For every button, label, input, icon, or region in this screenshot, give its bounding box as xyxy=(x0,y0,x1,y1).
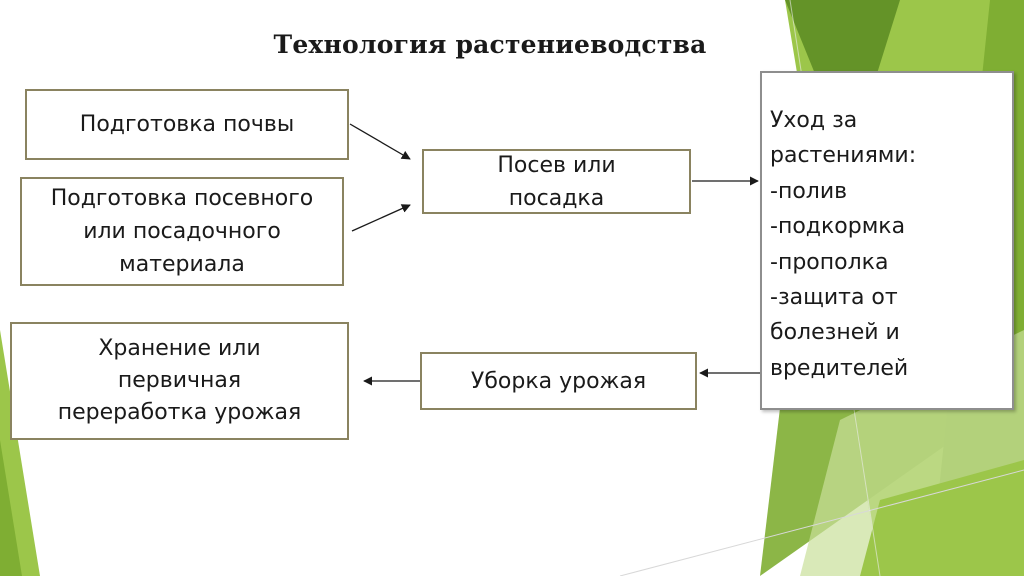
box-text-line: растениями: xyxy=(770,143,917,169)
box-text-line: Уборка урожая xyxy=(470,368,647,394)
box-text-line: переработка урожая xyxy=(57,399,302,425)
page-title: Технология растениеводства xyxy=(273,30,707,59)
bg-green-shape xyxy=(0,440,22,576)
box-seed-preparation: Подготовка посевного или посадочного мат… xyxy=(20,177,344,286)
box-text-line: -защита от xyxy=(770,285,898,311)
bg-green-shape xyxy=(860,460,1024,576)
box-text-line: вредителей xyxy=(770,355,909,381)
bg-thin-line xyxy=(619,469,1024,576)
box-text-line: первичная xyxy=(117,368,242,394)
box-text-line: Подготовка почвы xyxy=(79,112,295,137)
box-text-line: Посев или xyxy=(497,152,616,178)
box-sowing: Посев или посадка xyxy=(422,149,691,214)
box-text-line: Хранение или xyxy=(98,336,261,362)
box-text-line: материала xyxy=(119,252,245,277)
box-text-line: -подкормка xyxy=(770,214,906,240)
box-text-line: Уход за xyxy=(770,108,858,133)
box-text-line: посадка xyxy=(508,185,605,211)
box-text-line: -прополка xyxy=(770,249,889,275)
box-text-line: Подготовка посевного xyxy=(50,186,314,211)
box-plant-care: Уход за растениями: -полив -подкормка -п… xyxy=(760,71,1014,410)
box-text-line: или посадочного xyxy=(83,219,281,244)
box-storage: Хранение или первичная переработка урожа… xyxy=(10,322,349,440)
box-text-line: болезней и xyxy=(770,320,900,346)
box-soil-preparation: Подготовка почвы xyxy=(25,89,349,160)
box-text-line: -полив xyxy=(770,178,848,204)
box-harvest: Уборка урожая xyxy=(420,352,697,410)
